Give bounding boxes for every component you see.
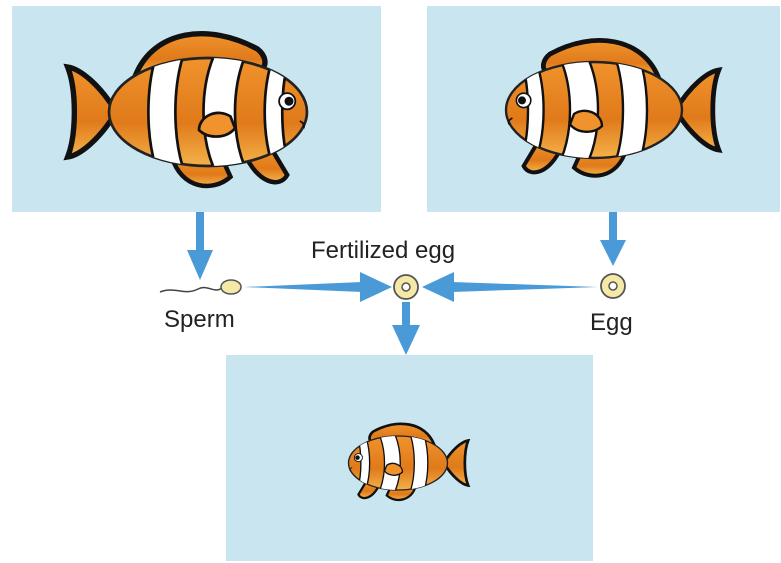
egg-icon bbox=[601, 274, 625, 298]
sperm-icon bbox=[160, 280, 241, 294]
arrow-egg-to-fertilized-egg bbox=[422, 272, 598, 302]
fertilized-egg-icon bbox=[394, 275, 418, 299]
arrow-fertilized-egg-to-offspring bbox=[392, 302, 420, 355]
arrow-female-to-egg bbox=[600, 212, 626, 266]
arrow-sperm-to-fertilized-egg bbox=[244, 272, 392, 302]
fertilized-egg-label: Fertilized egg bbox=[311, 237, 455, 265]
arrow-male-to-sperm bbox=[187, 212, 213, 280]
egg-label: Egg bbox=[590, 309, 633, 337]
sperm-label: Sperm bbox=[164, 306, 235, 334]
